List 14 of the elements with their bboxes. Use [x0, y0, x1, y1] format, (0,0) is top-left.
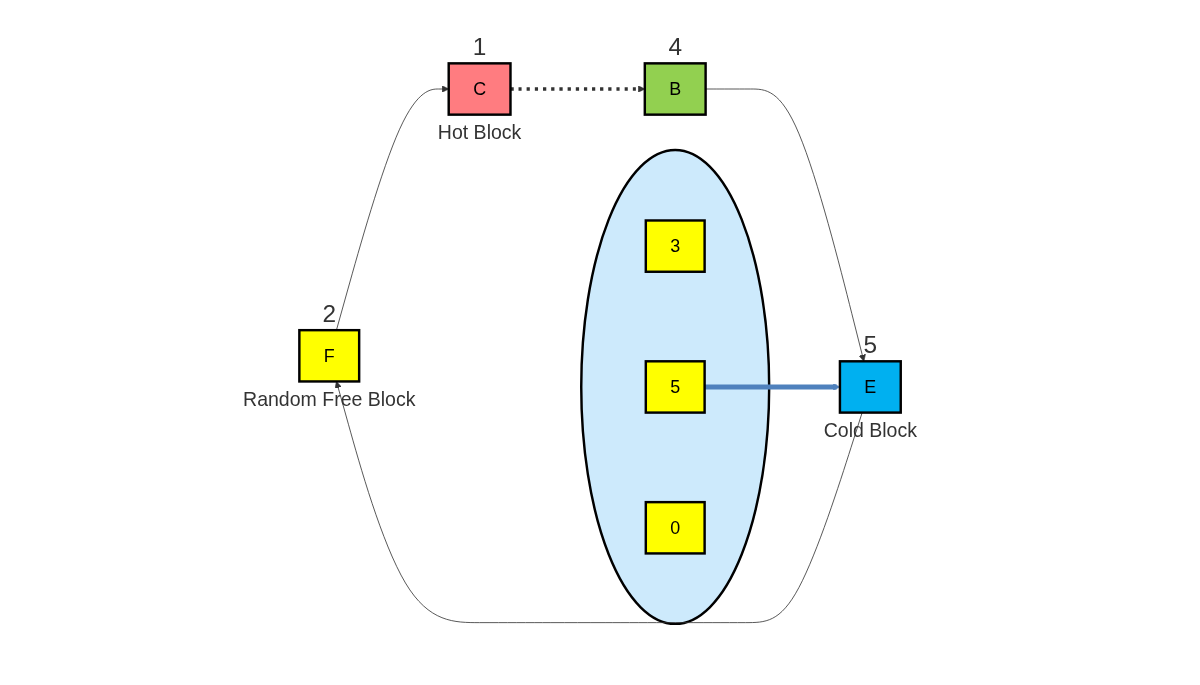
node-number: 2	[322, 299, 336, 327]
node-number: 5	[863, 330, 878, 358]
node-box: E	[838, 359, 902, 414]
node-box: 5	[644, 359, 706, 414]
node-box: 3	[644, 218, 706, 273]
node-caption: Hot Block	[437, 120, 522, 143]
node-box: B	[643, 61, 707, 116]
node-box: F	[298, 328, 361, 383]
node-number: 4	[668, 32, 682, 60]
node-number: 1	[472, 32, 487, 60]
node-box: 0	[644, 500, 706, 555]
node-caption: Cold Block	[823, 418, 917, 441]
node-caption: Random Free Block	[243, 387, 416, 410]
node-box: C	[447, 61, 512, 116]
